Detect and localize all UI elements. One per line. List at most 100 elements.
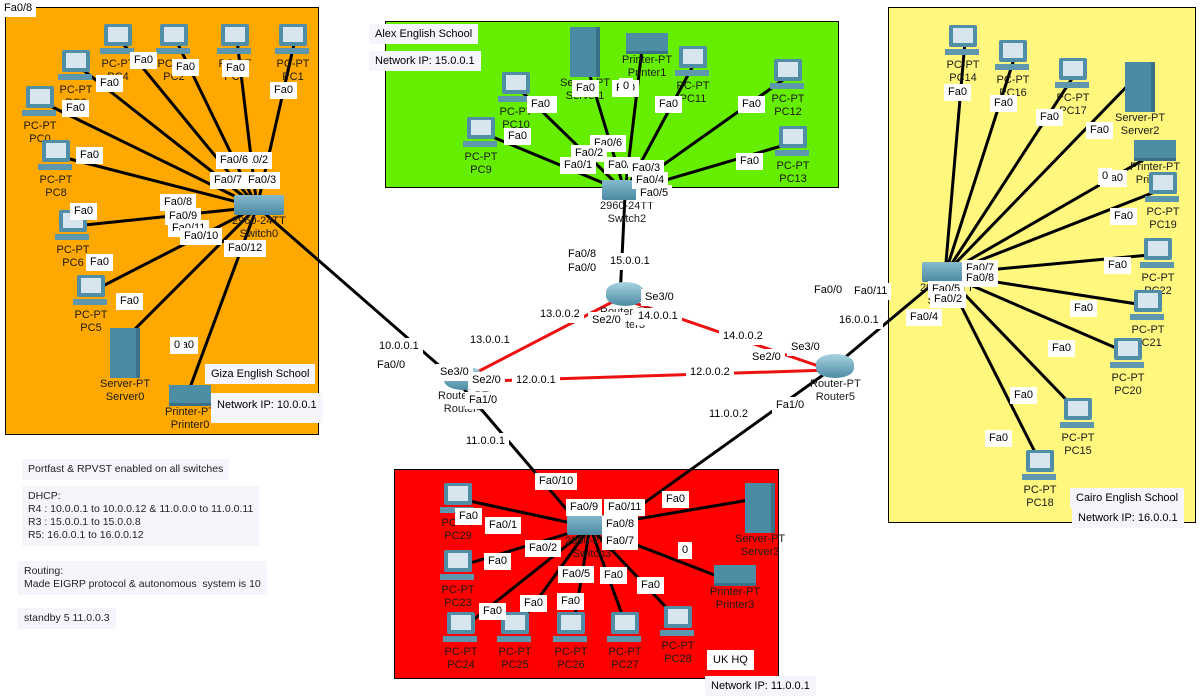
device-type: Printer-PT [1130,161,1181,173]
port-label: Fa0/8 [564,246,601,263]
router-icon [816,354,855,378]
link-pc15[interactable] [943,272,1082,416]
device-type: PC-PT [661,640,695,652]
device-name: Printer0 [170,419,210,431]
cairo-title: Cairo English School [1070,488,1185,508]
port-label: Fa0 [527,96,554,113]
device-name: PC24 [447,659,475,671]
port-label: 0 [170,337,185,354]
device-name: PC6 [62,257,84,269]
port-label: Fa0/4 [906,309,943,326]
giza-title: Giza English School [205,364,316,384]
port-label: Se3/0 [436,364,473,381]
device-name: PC17 [1059,105,1087,117]
device-type: PC-PT [464,151,498,163]
link-switch0-router4[interactable] [261,209,459,384]
port-label: Fa0 [1048,340,1075,357]
ip-label: 16.0.0.1 [835,312,883,329]
pc-icon [607,612,643,646]
device-name: PC18 [1026,497,1054,509]
pc-icon [995,40,1031,74]
device-name: PC20 [1114,385,1142,397]
pc-icon [775,126,811,160]
server-icon [570,27,601,77]
device-type: PC-PT [498,646,532,658]
ip-label: 11.0.0.2 [705,406,752,423]
device-name: Switch0 [239,228,279,240]
device-type: PC-PT [74,309,108,321]
link-pc19[interactable] [944,186,1166,276]
device-type: 2960-24TT [232,215,286,227]
port-label: Se3/0 [787,339,824,356]
link-pc17[interactable] [943,73,1077,275]
port-label: Fa0 [990,95,1017,112]
device-name: Printer3 [715,599,755,611]
link-pc5[interactable] [92,205,258,293]
device-name: Switch2 [607,213,647,225]
device-name: Switch3 [572,548,612,560]
link-pc16[interactable] [943,55,1017,275]
port-label: Se2/0 [468,372,505,389]
pc-icon [497,612,533,646]
link-pc8[interactable] [57,154,258,209]
port-label: Fa0/8 [0,0,37,17]
device-name: PC8 [45,187,67,199]
link-printer0[interactable] [183,206,259,402]
device-type: PC-PT [56,244,90,256]
link-pc14[interactable] [943,40,967,275]
router-icon [606,282,645,306]
port-label: Fa0 [96,75,123,92]
port-label: Fa0/10 [535,473,578,490]
link-server2[interactable] [943,76,1137,276]
port-label: Fa0 [479,603,506,620]
port-label: Fa0/12 [224,240,267,257]
link-server0[interactable] [118,205,259,346]
port-label: Fa0/9 [566,499,603,516]
device-type: PC-PT [996,74,1030,86]
switch-icon [921,262,972,282]
giza-network: Network IP: 10.0.0.1 [211,393,323,423]
device-name: Server2 [1120,125,1160,137]
device-name: PC26 [557,659,585,671]
link-pc0[interactable] [41,100,258,209]
device-name: PC14 [949,72,977,84]
alex-title: Alex English School [369,24,479,44]
device-pc22[interactable]: PC-PTPC22 [1140,238,1176,298]
link-switch1-router5[interactable] [829,276,941,372]
port-label: Fa0 [455,508,482,525]
link-pc20[interactable] [944,272,1131,356]
link-switch2-router3[interactable] [618,195,627,299]
device-name: PC27 [611,659,639,671]
